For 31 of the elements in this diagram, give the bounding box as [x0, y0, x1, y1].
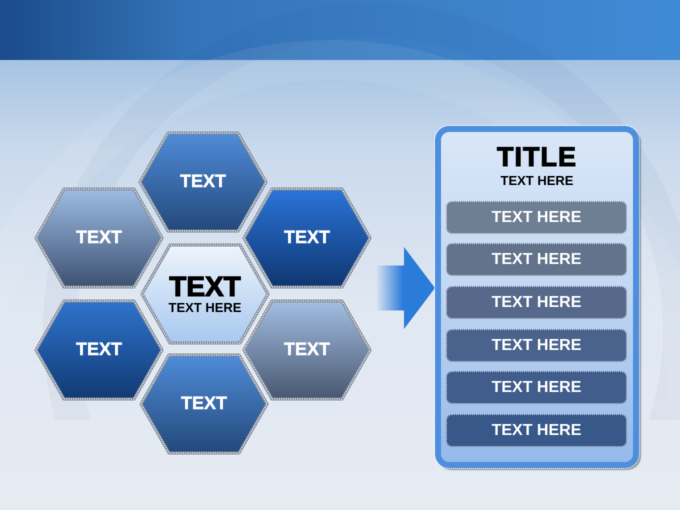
- hexagon-label: TEXT: [76, 228, 122, 248]
- list-item-bar: [446, 414, 627, 447]
- list-item-bar: [446, 329, 627, 362]
- arrow: [377, 247, 435, 329]
- hexagon-subtext: TEXT HERE: [168, 300, 242, 316]
- hexagon: [34, 187, 164, 289]
- panel-title: TITLE: [497, 144, 577, 171]
- hexagon: [139, 353, 269, 455]
- hexagon-label: TEXT: [180, 394, 227, 414]
- list-item-bar: [446, 201, 627, 234]
- hexagon-label: TEXT: [284, 340, 330, 360]
- hexagon-label: TEXT: [284, 228, 330, 248]
- hexagon: [242, 187, 372, 289]
- item-label: TEXT HERE: [492, 208, 582, 226]
- hexagon-label: TEXT: [180, 172, 226, 192]
- panel-subtitle: TEXT HERE: [500, 174, 574, 188]
- hexagon: [34, 299, 164, 401]
- list-item-bar: [446, 371, 627, 404]
- item-label: TEXT HERE: [492, 422, 582, 440]
- item-label: TEXT HERE: [492, 294, 582, 312]
- hexagon: [138, 131, 268, 233]
- hexagon-heading: TEXT: [169, 272, 241, 301]
- item-label: TEXT HERE: [492, 378, 582, 396]
- item-label: TEXT HERE: [492, 336, 582, 354]
- list-panel: [435, 126, 639, 468]
- hexagon: [242, 299, 372, 401]
- hexagon-label: TEXT: [76, 340, 122, 360]
- list-item-bar: [446, 286, 627, 319]
- item-label: TEXT HERE: [492, 250, 582, 268]
- list-item-bar: [446, 243, 627, 276]
- hexagon: [140, 243, 270, 345]
